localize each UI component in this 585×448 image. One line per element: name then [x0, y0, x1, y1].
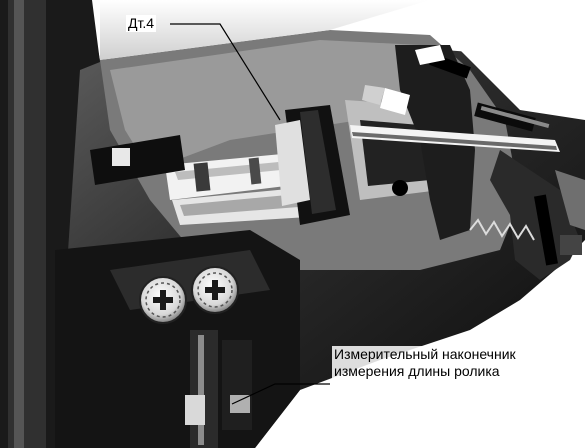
spring — [469, 218, 535, 241]
screw-left — [139, 276, 187, 324]
screw-right — [191, 266, 239, 314]
measuring-tip-label-line2: измерения длины ролика — [334, 363, 500, 379]
sensor-label: Дт.4 — [126, 15, 157, 32]
measuring-tip-label-line1: Измерительный наконечник — [334, 346, 516, 362]
measuring-tip-label: Измерительный наконечник измерения длины… — [332, 346, 518, 380]
leader-lines — [170, 23, 330, 405]
